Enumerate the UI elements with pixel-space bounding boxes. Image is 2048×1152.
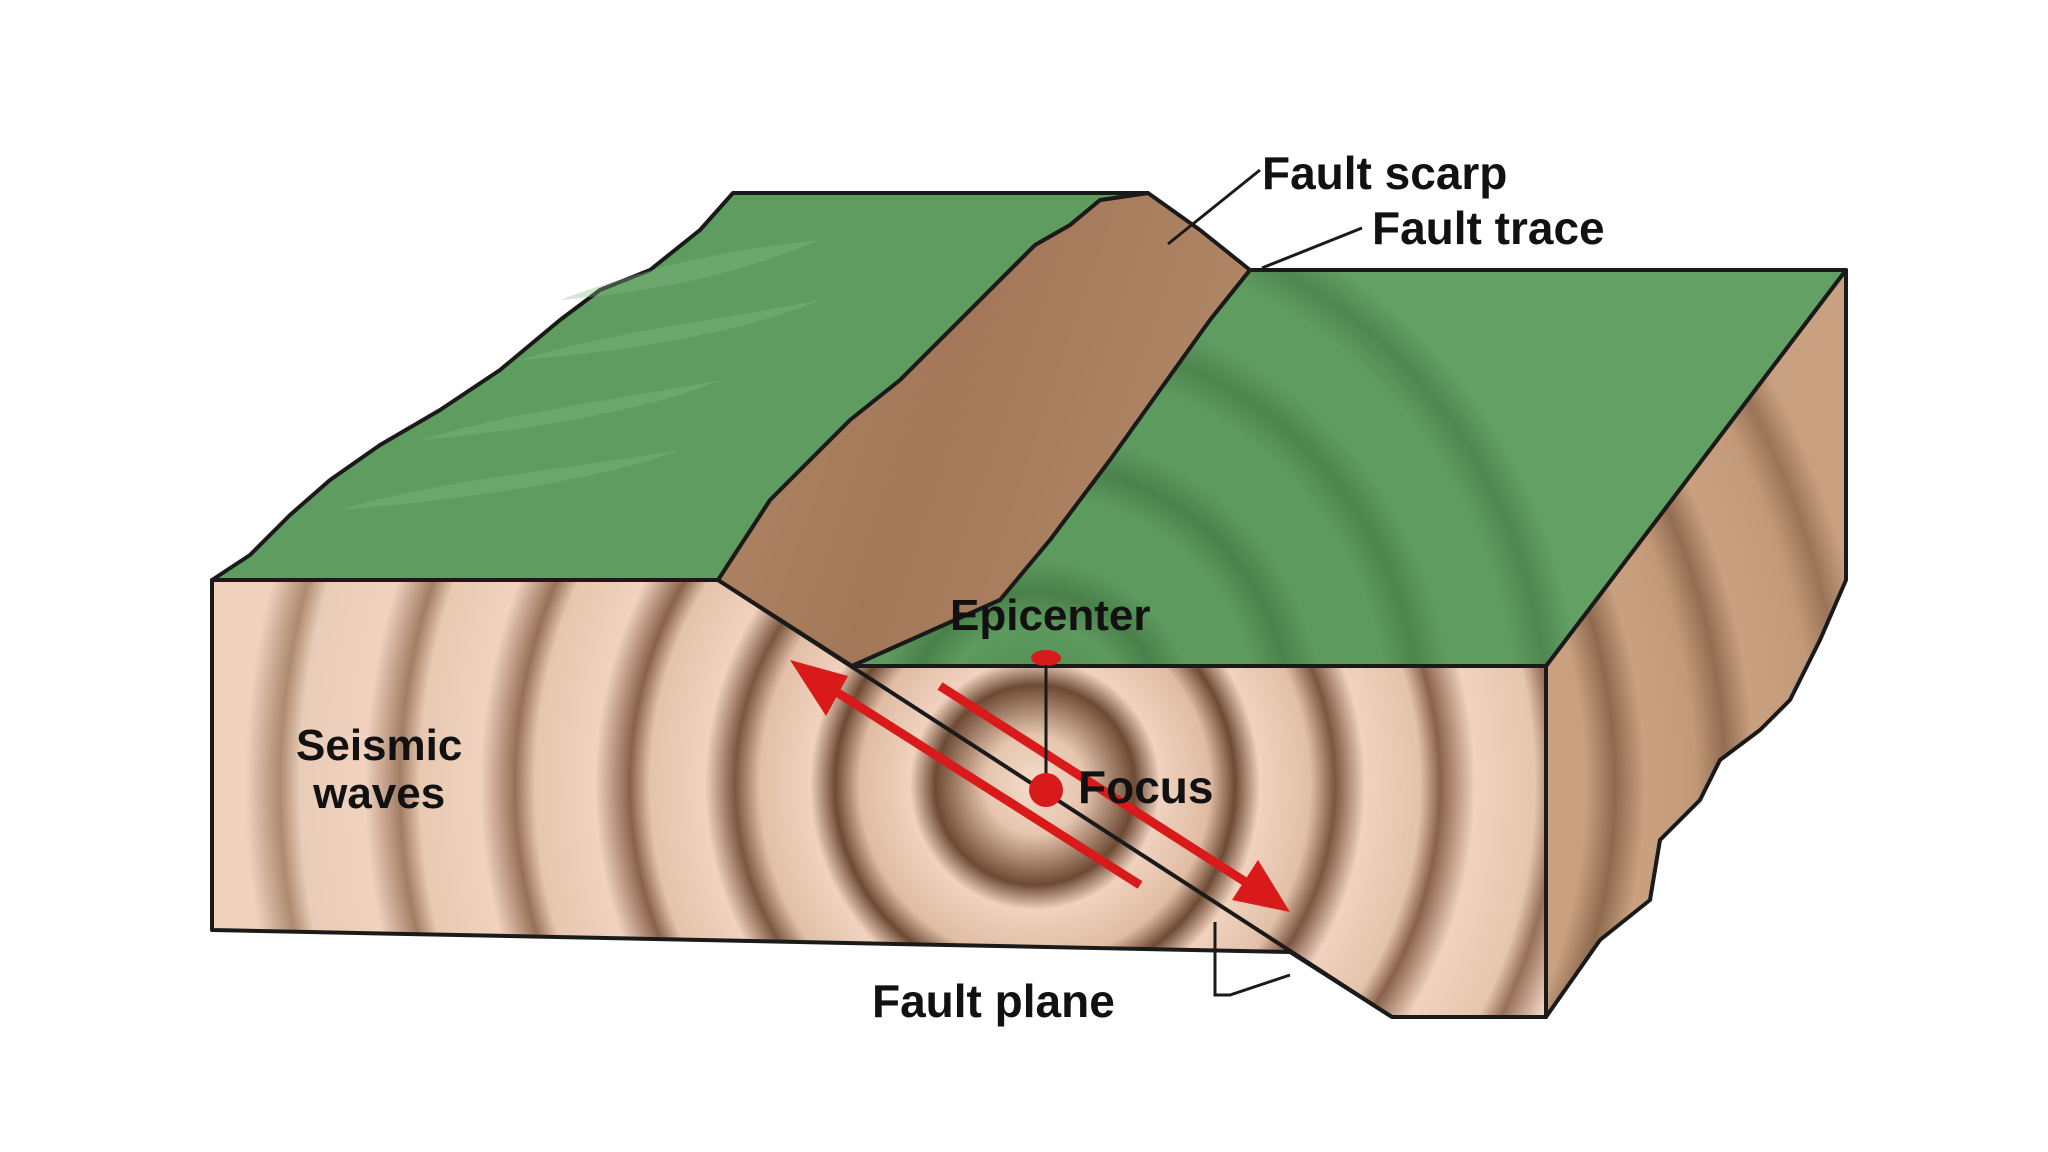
fault-trace-label: Fault trace — [1372, 202, 1605, 254]
ground-surface-left — [210, 191, 1150, 582]
epicenter-label: Epicenter — [950, 591, 1151, 640]
arrow-lower — [937, 682, 1261, 894]
fault-plane-leader — [1213, 922, 1291, 997]
seismic-waves-label-line2: waves — [313, 768, 446, 818]
seismic-waves-label-line1: Seismic — [296, 721, 463, 770]
seismic-waves-label: Seismic waves — [296, 722, 462, 817]
movement-arrows — [790, 660, 1290, 912]
fault-trace-leader — [1261, 226, 1363, 270]
arrow-upper — [802, 668, 1143, 889]
arrow-lower-head — [1232, 860, 1290, 912]
side-face — [1544, 268, 1848, 1019]
focus-label: Focus — [1078, 761, 1214, 813]
fault-scarp-leader — [1167, 168, 1261, 246]
fault-plane-label: Fault plane — [872, 975, 1115, 1027]
fault-scarp-label: Fault scarp — [1262, 147, 1508, 199]
arrow-upper-head — [790, 660, 848, 716]
ground-surface-right — [850, 268, 1848, 668]
focus-dot — [1029, 773, 1063, 807]
epicenter-marker — [1031, 650, 1061, 666]
